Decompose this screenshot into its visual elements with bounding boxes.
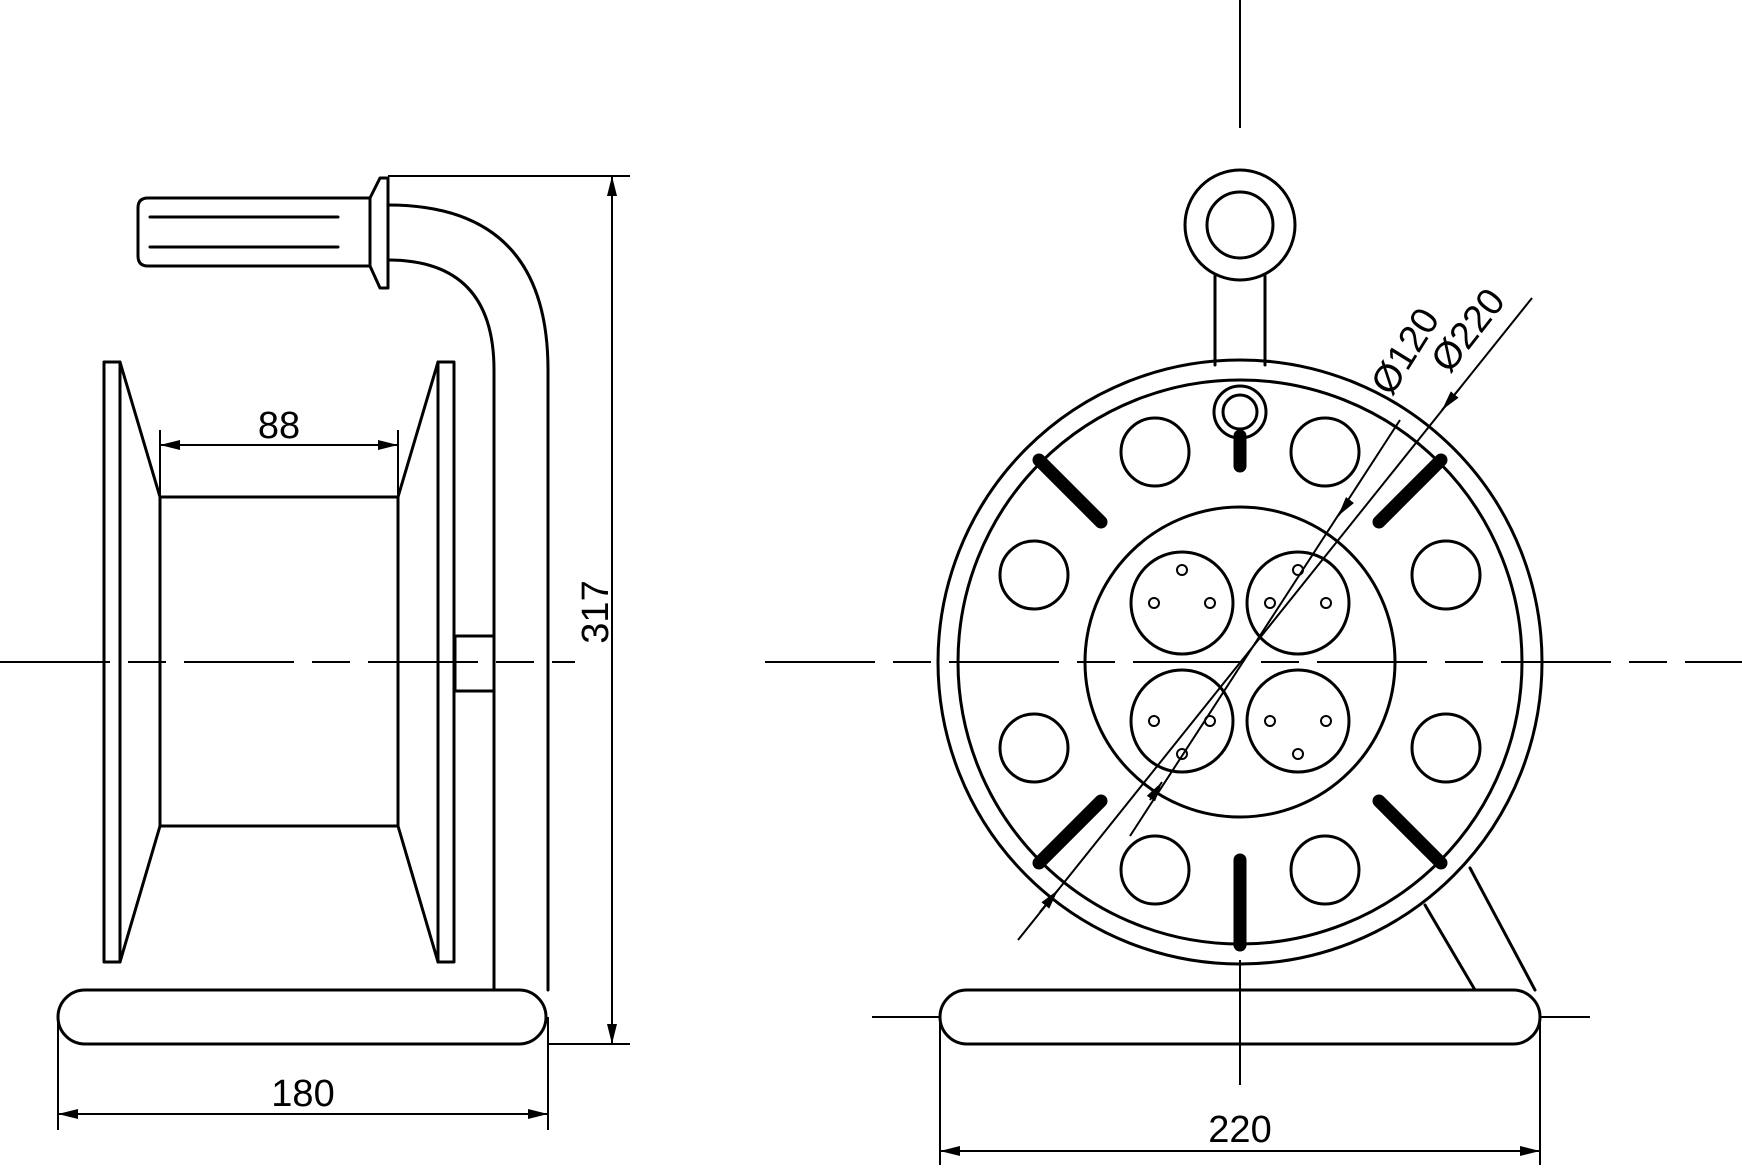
spool-drum (158, 495, 400, 828)
dim-side-width: 180 (57, 1017, 549, 1130)
dim-spool-width-label: 88 (258, 405, 300, 447)
dim-height-label: 317 (575, 580, 617, 643)
carry-ring (1183, 168, 1297, 367)
left-flange (102, 360, 162, 964)
side-base-foot (56, 988, 548, 1046)
reel-outer-rim (936, 358, 1544, 966)
stand-leg (1423, 866, 1537, 992)
dim-spool-width: 88 (159, 405, 399, 497)
reel-slots (1032, 429, 1448, 952)
socket-top-left (1129, 550, 1235, 656)
socket-bottom-right (1245, 668, 1351, 774)
socket-top-right (1245, 550, 1351, 656)
handle-grip (136, 176, 390, 290)
side-view: 88 317 180 (0, 175, 630, 1130)
dim-height: 317 (388, 175, 630, 1045)
handle-tube (386, 203, 550, 992)
front-view: Ø120 Ø220 220 (765, 0, 1742, 1165)
right-flange (396, 360, 456, 964)
vent-holes (998, 416, 1482, 906)
hub-connector (453, 634, 496, 693)
sockets (1129, 550, 1351, 774)
dim-front-width: 220 (939, 1017, 1541, 1165)
dim-front-width-label: 220 (1208, 1109, 1271, 1151)
socket-panel (1083, 505, 1397, 819)
dim-side-width-label: 180 (271, 1073, 334, 1115)
